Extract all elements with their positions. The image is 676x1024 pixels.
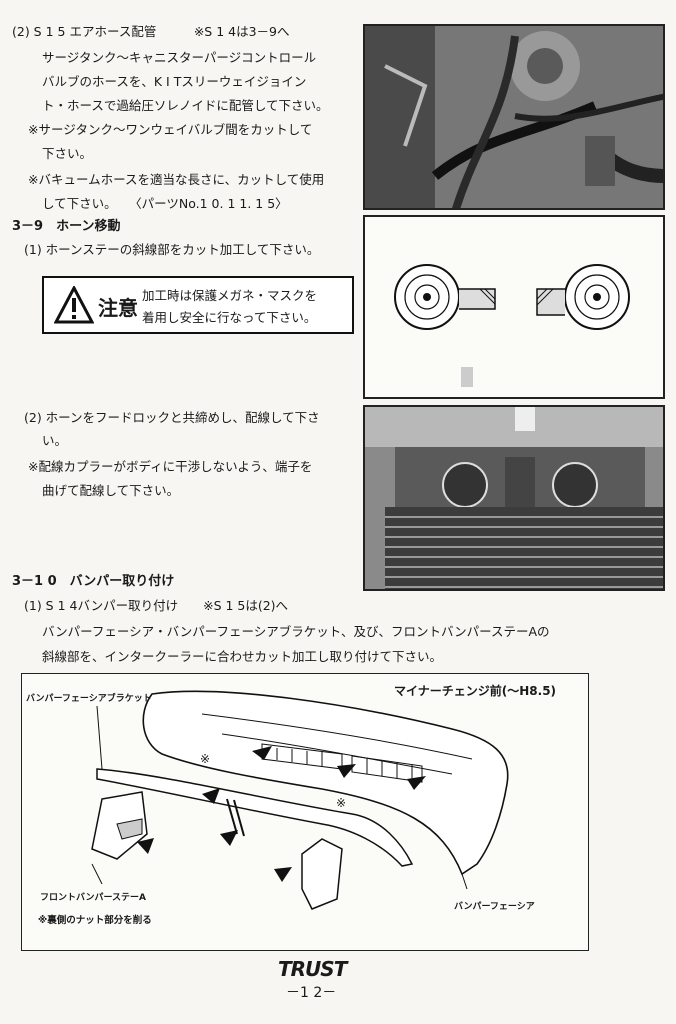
horn-heading: 3－9 ホーン移動	[12, 219, 121, 234]
airhose-note: ※バキュームホースを適当な長さに、カットして使用	[28, 172, 325, 187]
engine-bay-photo	[363, 24, 665, 210]
horn-left	[394, 264, 496, 330]
page-number: －1 2－	[286, 985, 337, 1001]
horn-right	[536, 264, 630, 330]
horn-note: 曲げて配線して下さい。	[42, 483, 180, 498]
cut-mark: ※	[336, 796, 347, 810]
trust-logo: TRUST	[278, 957, 347, 981]
bumper-exploded-drawing	[91, 690, 509, 910]
caution-line: 着用し安全に行なって下さい。	[142, 310, 317, 325]
bumper-step1: (1) S 1 4バンパー取り付け ※S 1 5は(2)へ	[24, 598, 289, 613]
horn-stay-diagram	[363, 215, 665, 399]
airhose-note: して下さい。 〈パーツNo.1 0. 1 1. 1 5〉	[42, 196, 288, 211]
caution-title: 注意	[98, 296, 138, 320]
figure-title: マイナーチェンジ前(～H8.5)	[394, 684, 557, 698]
bracket-label: バンパーフェーシアブラケット	[26, 694, 152, 704]
bumper-heading: 3－1 0 バンパー取り付け	[12, 574, 175, 589]
warning-triangle-icon	[54, 286, 94, 324]
horn-step2: い。	[42, 433, 68, 448]
bumper-line: バンパーフェーシア・バンパーフェーシアブラケット、及び、フロントバンパーステーA…	[42, 624, 550, 639]
fascia-label: バンパーフェーシア	[454, 902, 535, 912]
airhose-heading: (2) S 1 5 エアホース配管 ※S 1 4は3－9へ	[12, 24, 290, 39]
bumper-line: 斜線部を、インタークーラーに合わせカット加工し取り付けて下さい。	[42, 649, 443, 664]
horn-step2: (2) ホーンをフードロックと共締めし、配線して下さ	[24, 410, 320, 425]
airhose-line: ト・ホースで過給圧ソレノイドに配管して下さい。	[42, 98, 329, 113]
cut-mark: ※	[200, 752, 211, 766]
horn-installed-photo	[363, 405, 665, 591]
horn-step1: (1) ホーンステーの斜線部をカット加工して下さい。	[24, 242, 320, 257]
stay-label: フロントバンパーステーA	[40, 893, 146, 903]
airhose-note: ※サージタンク～ワンウェイバルブ間をカットして	[28, 122, 313, 137]
airhose-line: サージタンク～キャニスターパージコントロール	[42, 50, 317, 65]
airhose-note: 下さい。	[42, 146, 93, 161]
caution-line: 加工時は保護メガネ・マスクを	[142, 288, 318, 303]
horn-note: ※配線カプラーがボディに干渉しないよう、端子を	[28, 459, 313, 474]
airhose-line: バルブのホースを、K I Tスリーウェイジョイン	[42, 74, 307, 89]
bumper-figure: バンパーフェーシアブラケット マイナーチェンジ前(～H8.5) ※ ※ フロント…	[21, 673, 589, 951]
nut-note: ※裏側のナット部分を削る	[38, 915, 152, 926]
caution-box: 注意 加工時は保護メガネ・マスクを 着用し安全に行なって下さい。	[42, 276, 354, 334]
